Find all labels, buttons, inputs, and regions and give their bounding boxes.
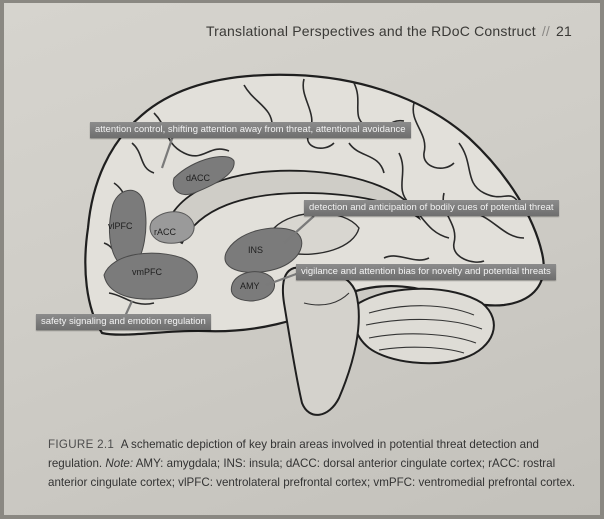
ins-region (224, 227, 303, 273)
racc-label: rACC (154, 227, 176, 237)
vlpfc-region (108, 189, 147, 269)
vmpfc-label: vmPFC (132, 267, 162, 277)
cerebellum-folia (365, 305, 483, 354)
vlpfc-label: vlPFC (108, 221, 133, 231)
vigilance-leader (265, 271, 300, 287)
dacc-label: dACC (186, 173, 211, 183)
pons-line (303, 292, 350, 306)
vigilance-callout: vigilance and attention bias for novelty… (296, 264, 556, 280)
brain-figure: dACC vlPFC rACC vmPFC INS AMY attention … (4, 3, 600, 443)
corpus-callosum (162, 169, 422, 245)
brain-illustration: dACC vlPFC rACC vmPFC INS AMY (84, 73, 545, 416)
detection-leader (283, 215, 315, 244)
note-label: Note: (105, 457, 134, 470)
ins-label: INS (248, 245, 263, 255)
page-number: 21 (556, 23, 572, 39)
detection-callout: detection and anticipation of bodily cue… (304, 200, 559, 216)
safety-callout: safety signaling and emotion regulation (36, 314, 211, 330)
racc-region (149, 211, 195, 244)
amy-region (230, 271, 275, 302)
book-page: Translational Perspectives and the RDoC … (4, 3, 600, 515)
vmpfc-region (103, 252, 198, 300)
brainstem (281, 266, 360, 416)
cerebellum (352, 287, 495, 365)
running-head: Translational Perspectives and the RDoC … (206, 23, 572, 39)
attention-callout: attention control, shifting attention aw… (90, 122, 411, 138)
figure-caption: FIGURE 2.1 A schematic depiction of key … (48, 435, 588, 492)
caption-text: A schematic depiction of key brain areas… (48, 438, 540, 470)
chapter-title: Translational Perspectives and the RDoC … (205, 23, 536, 39)
attention-leader (160, 132, 176, 169)
figure-label: FIGURE 2.1 (48, 438, 115, 451)
dacc-region (172, 156, 235, 196)
note-text: AMY: amygdala; INS: insula; dACC: dorsal… (48, 457, 576, 489)
header-separator: // (541, 23, 551, 39)
amy-label: AMY (240, 281, 260, 291)
